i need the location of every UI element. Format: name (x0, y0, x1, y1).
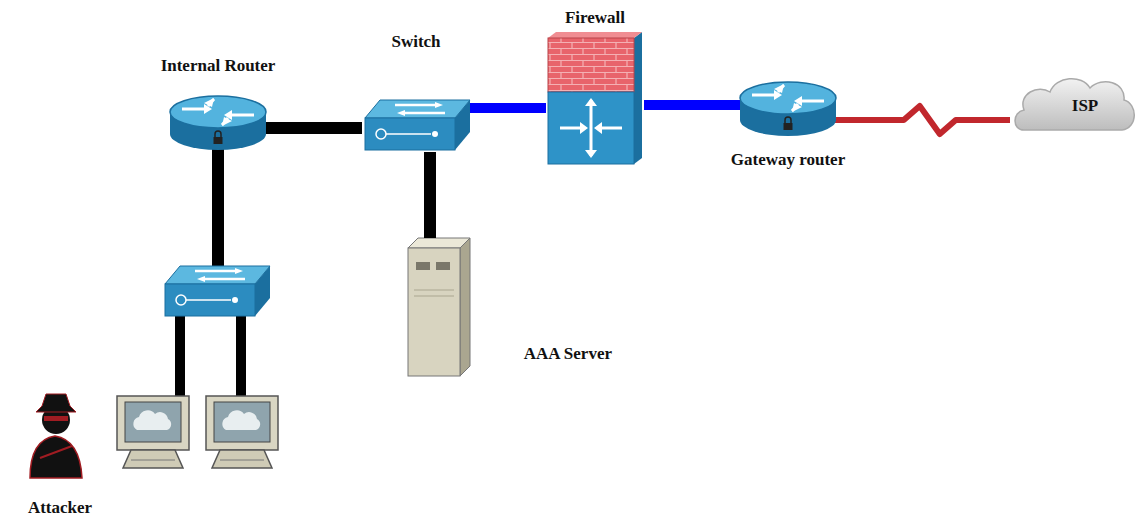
network-link (850, 106, 1011, 134)
device-label: Switch (391, 32, 440, 52)
network-link (280, 122, 363, 134)
network-link (644, 100, 727, 110)
firewall-node: Firewall (546, 8, 644, 168)
device-label: Gateway router (731, 150, 845, 170)
device-label: Attacker (28, 498, 92, 518)
device-label: ISP (1072, 96, 1098, 116)
router-node: Gateway router (727, 78, 850, 170)
device-label: AAA Server (524, 344, 612, 364)
cloud-node: ISP (1010, 70, 1138, 142)
network-link (424, 152, 436, 238)
switch-node: Switch (362, 32, 470, 152)
person-node: Attacker (16, 390, 104, 520)
device-label: Firewall (565, 8, 625, 28)
server-node: AAA Server (404, 238, 616, 378)
device-label: Internal Router (161, 56, 276, 76)
router-node: Internal Router (157, 56, 280, 150)
network-link (470, 103, 546, 113)
cloud-outline (1015, 79, 1134, 130)
